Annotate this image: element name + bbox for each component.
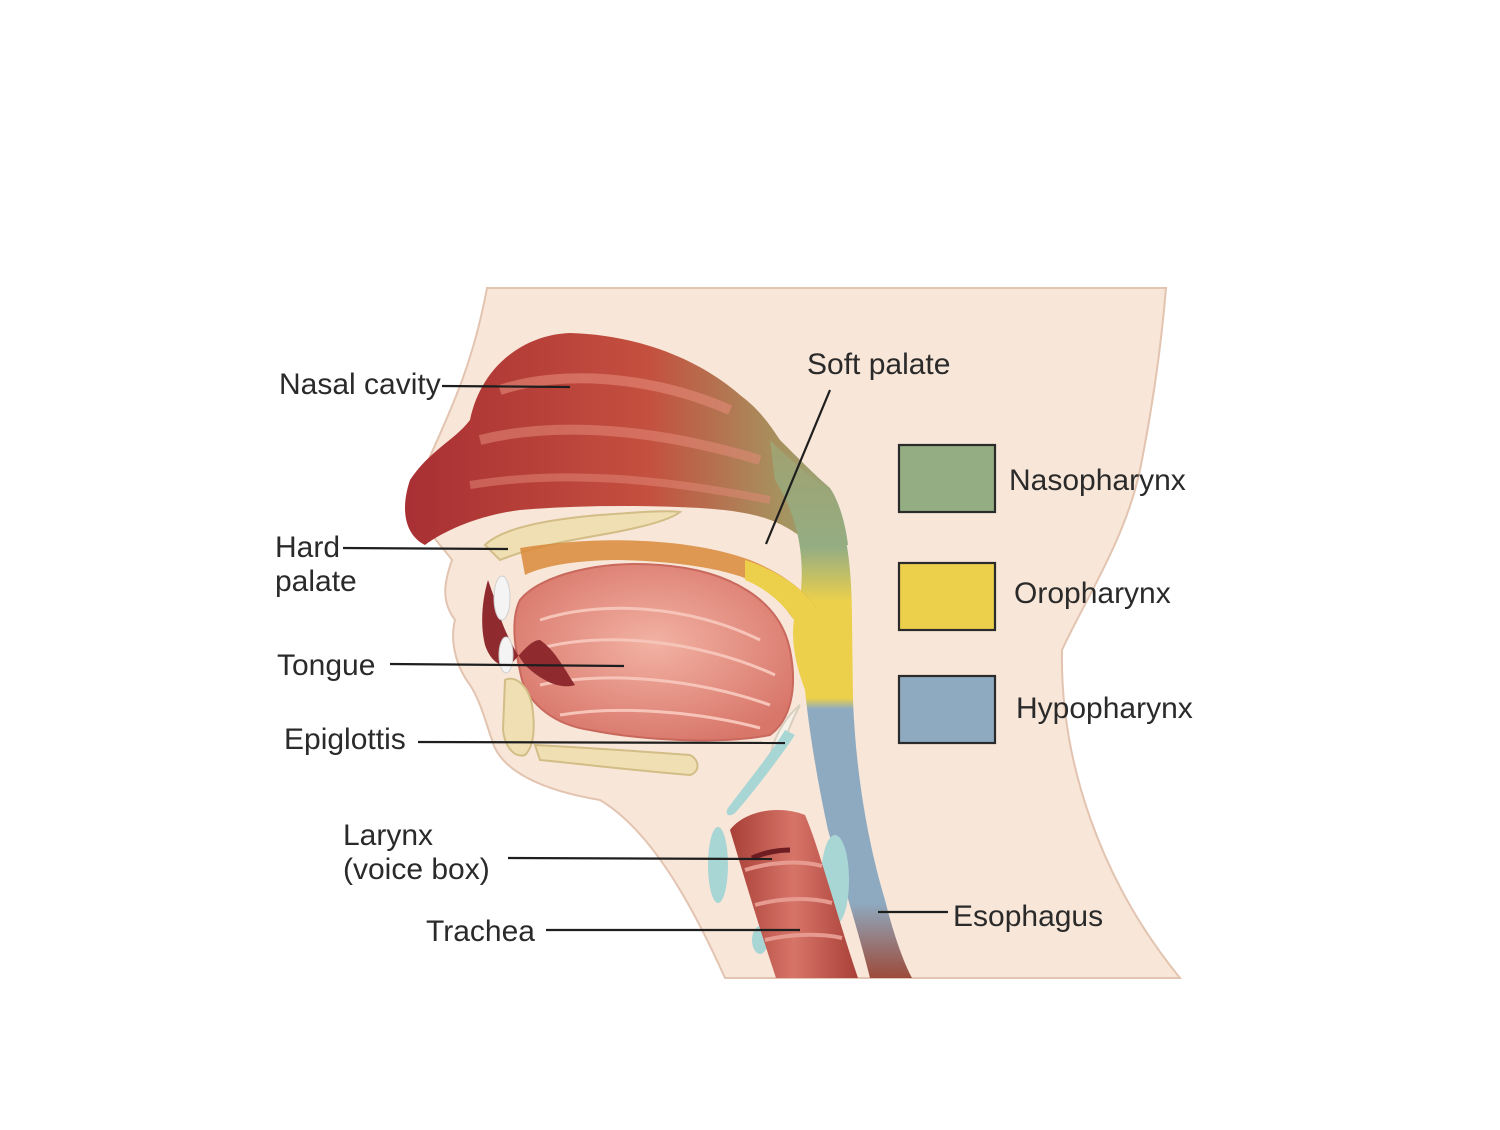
pharynx-column <box>770 440 912 978</box>
nasal-cavity-leader <box>441 384 571 389</box>
tongue-fiber-2 <box>534 638 776 677</box>
lower-tooth <box>498 636 514 674</box>
tongue-fiber-1 <box>539 606 761 642</box>
epiglottis-leader <box>417 740 786 745</box>
hard-palate-label-line2: palate <box>275 565 357 598</box>
nasal-turbinate-3 <box>469 473 771 504</box>
larynx-leader <box>507 856 773 861</box>
hard-palate-label-line1: Hard <box>275 531 340 564</box>
epiglottis-label: Epiglottis <box>284 723 406 756</box>
trachea-ring-1 <box>744 860 823 872</box>
hyoid-bone <box>533 743 699 777</box>
trachea-label: Trachea <box>426 915 535 948</box>
thyroid-cartilage <box>726 730 795 816</box>
legend-label-hypopharynx: Hypopharynx <box>1016 692 1193 725</box>
nasal-turbinate-2 <box>478 424 762 465</box>
legend-swatch-nasopharynx <box>897 443 997 514</box>
nasal-cavity-label: Nasal cavity <box>279 368 441 401</box>
larynx-label-line1: Larynx <box>343 819 433 852</box>
tongue-label: Tongue <box>277 649 375 682</box>
legend-label-nasopharynx: Nasopharynx <box>1009 464 1186 497</box>
vocal-cords <box>750 847 791 861</box>
nasal-turbinate-1 <box>498 373 733 415</box>
soft-palate-label: Soft palate <box>807 348 950 381</box>
soft-palate-yellow <box>745 560 832 643</box>
esophagus-label: Esophagus <box>953 900 1103 933</box>
larynx-label-line2: (voice box) <box>343 853 490 886</box>
legend-swatch-oropharynx <box>897 561 997 632</box>
tongue-leader <box>389 662 625 668</box>
upper-tooth <box>493 575 511 621</box>
hard-palate-leader <box>342 546 509 551</box>
trachea-ring-3 <box>764 932 843 942</box>
cartilage-ring-1 <box>708 827 728 903</box>
soft-palate-leader <box>764 389 832 545</box>
trachea-ring-2 <box>754 897 833 907</box>
tongue-fiber-4 <box>559 708 761 730</box>
mandible-bone <box>501 677 535 757</box>
legend-label-oropharynx: Oropharynx <box>1014 577 1171 610</box>
legend-swatch-hypopharynx <box>897 674 997 745</box>
